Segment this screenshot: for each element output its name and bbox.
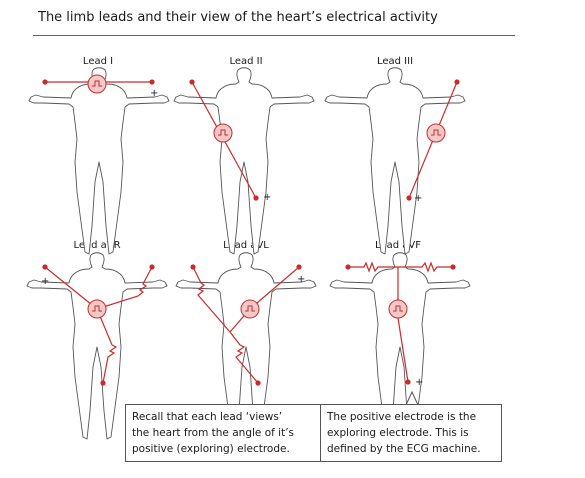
callout-note-views: Recall that each lead ‘views’ the heart … <box>125 404 321 462</box>
label-lead-avr: Lead aVR <box>73 240 121 251</box>
label-lead-ii: Lead II <box>229 56 263 67</box>
body-silhouette-lead-i <box>28 67 170 255</box>
note-line: exploring electrode. This is <box>327 427 469 439</box>
galvanometer-icon <box>426 123 446 143</box>
galvanometer-icon <box>213 123 233 143</box>
note-line: Recall that each lead ‘views’ <box>132 411 283 423</box>
electrode-left-arm <box>149 79 155 85</box>
label-lead-iii: Lead III <box>376 56 414 67</box>
figure-lead-ii: + <box>173 67 315 255</box>
electrode-left-arm <box>454 79 460 85</box>
label-lead-i: Lead I <box>82 56 114 67</box>
positive-symbol: + <box>41 276 49 287</box>
label-lead-avl: Lead aVL <box>223 240 269 251</box>
figure-lead-avf: + <box>329 252 471 440</box>
galvanometer-icon <box>240 299 260 319</box>
electrode-left-leg <box>405 379 411 385</box>
positive-symbol: + <box>415 377 423 388</box>
electrode-left-leg <box>255 380 261 386</box>
resistor-wire <box>348 261 398 273</box>
positive-symbol: + <box>263 192 271 203</box>
positive-symbol: + <box>297 274 305 285</box>
resistor-wire <box>96 308 118 384</box>
title-rule <box>33 35 515 36</box>
resistor-wire <box>192 266 231 333</box>
figure-lead-i: + <box>28 67 170 255</box>
figure-lead-avr: + <box>26 252 168 440</box>
note-line: The positive electrode is the <box>327 411 477 423</box>
electrode-right-arm <box>42 264 48 270</box>
positive-symbol: + <box>150 88 158 99</box>
note-line: the heart from the angle of it’s <box>132 427 295 439</box>
note-line: defined by the ECG machine. <box>327 443 481 455</box>
figure-lead-iii: + <box>324 67 466 255</box>
lead-wire <box>397 317 409 383</box>
positive-symbol: + <box>414 193 422 204</box>
diagram-title: The limb leads and their view of the hea… <box>38 10 438 25</box>
lead-wire <box>44 266 98 310</box>
label-lead-avf: Lead aVF <box>375 240 421 251</box>
electrode-left-arm <box>296 264 302 270</box>
callout-note-exploring: The positive electrode is the exploring … <box>320 404 502 462</box>
note-line: positive (exploring) electrode. <box>132 443 290 455</box>
electrode-right-arm <box>42 79 48 85</box>
galvanometer-icon <box>388 299 408 319</box>
electrode-left-arm <box>450 264 456 270</box>
lead-wire <box>249 266 300 310</box>
callout-pointer <box>405 390 419 406</box>
electrode-left-leg <box>253 195 259 201</box>
resistor-wire <box>229 331 259 384</box>
galvanometer-icon <box>87 74 107 94</box>
resistor-wire <box>398 261 453 273</box>
body-silhouette-lead-ii <box>173 67 315 255</box>
figure-lead-avl: + <box>175 252 317 440</box>
body-silhouette-lead-iii <box>324 67 466 255</box>
electrode-right-arm <box>190 264 196 270</box>
resistor-wire <box>96 266 153 310</box>
electrode-right-arm <box>345 264 351 270</box>
galvanometer-icon <box>87 299 107 319</box>
electrode-left-arm <box>149 264 155 270</box>
electrode-left-leg <box>100 380 106 386</box>
electrode-right-arm <box>189 79 195 85</box>
electrode-left-leg <box>406 195 412 201</box>
